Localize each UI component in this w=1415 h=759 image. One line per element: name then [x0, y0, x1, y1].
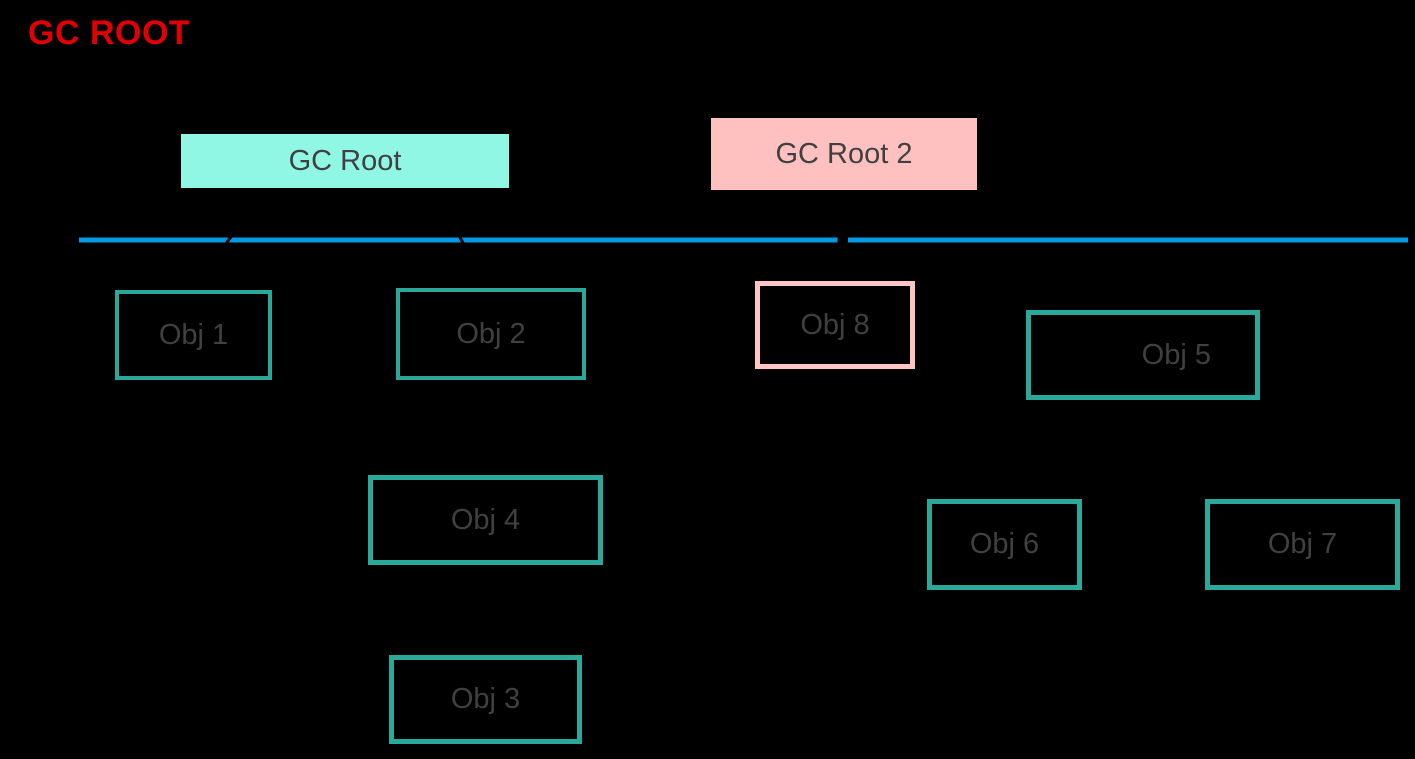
node-obj-4-label: Obj 4: [450, 503, 521, 536]
node-obj-5[interactable]: Obj 5: [1026, 310, 1260, 400]
node-gc-root[interactable]: GC Root: [181, 134, 509, 188]
node-obj-4[interactable]: Obj 4: [368, 475, 603, 565]
node-obj-6[interactable]: Obj 6: [927, 499, 1082, 590]
node-obj-3-label: Obj 3: [450, 683, 521, 715]
edge-gc-root-to-obj-1: [191, 187, 269, 292]
node-gc-root-2-label: GC Root 2: [775, 137, 913, 170]
node-obj-8-label: Obj 8: [800, 308, 870, 341]
node-gc-root-2[interactable]: GC Root 2: [711, 118, 977, 190]
node-obj-1-label: Obj 1: [158, 318, 229, 351]
node-gc-root-label: GC Root: [288, 144, 402, 177]
node-obj-2[interactable]: Obj 2: [396, 288, 586, 380]
node-obj-8[interactable]: Obj 8: [755, 281, 915, 369]
edge-obj-5-to-obj-7: [1238, 399, 1305, 501]
edge-obj-5-to-obj-6: [1001, 399, 1082, 500]
node-obj-7-label: Obj 7: [1267, 528, 1338, 560]
node-obj-6-label: Obj 6: [969, 528, 1040, 560]
page-title: GC ROOT: [28, 14, 191, 52]
node-obj-1[interactable]: Obj 1: [115, 290, 272, 380]
node-obj-3[interactable]: Obj 3: [389, 655, 582, 744]
node-obj-7[interactable]: Obj 7: [1205, 499, 1400, 590]
edge-gc-root-2-to-obj-8: [831, 189, 845, 283]
node-obj-5-label: Obj 5: [1141, 338, 1211, 371]
edge-gc-root-to-obj-2: [431, 187, 489, 290]
node-obj-2-label: Obj 2: [456, 317, 526, 350]
